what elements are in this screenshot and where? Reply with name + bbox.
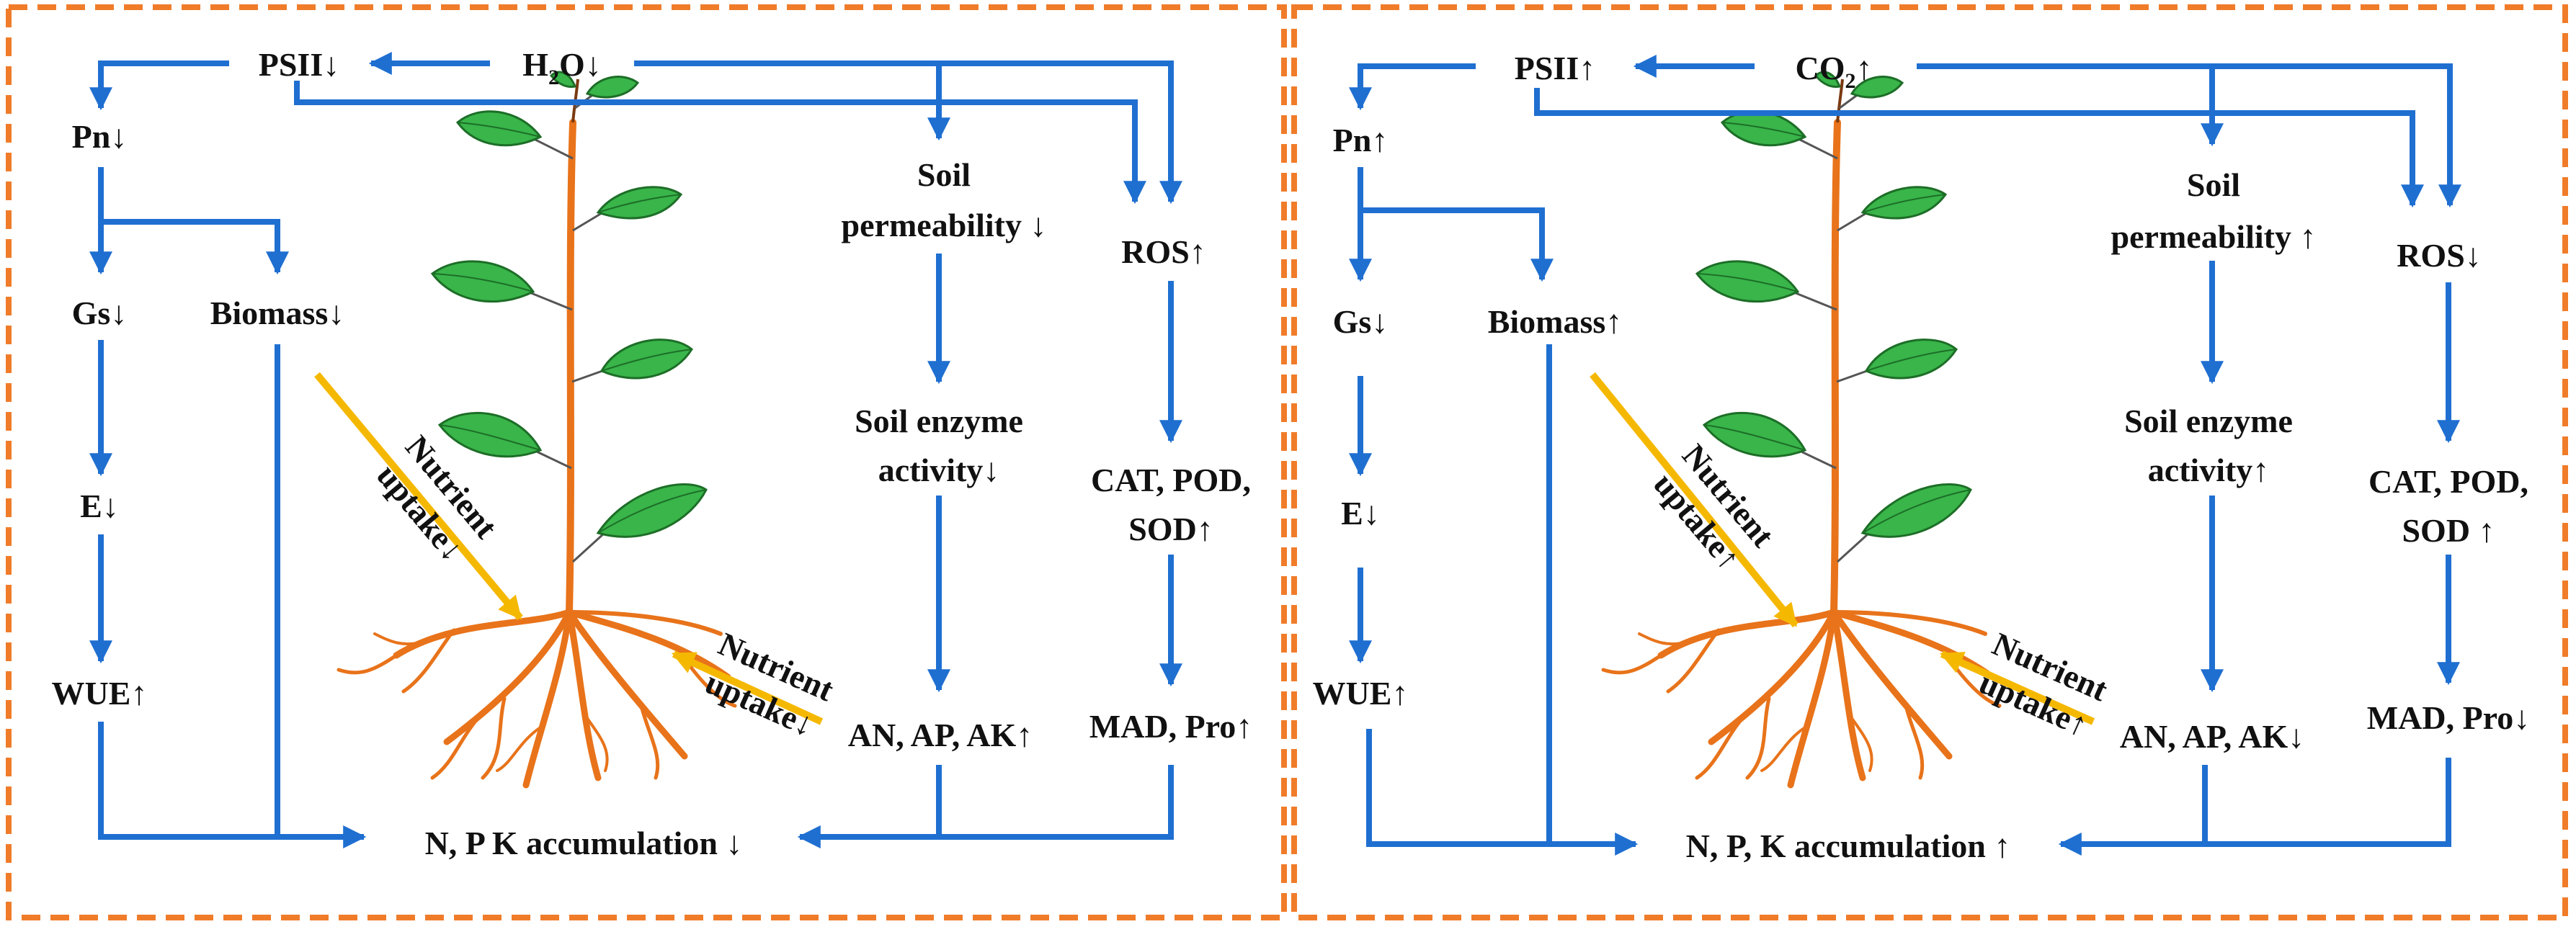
left-nutrient-uptake-2: Nutrient uptake↓ (700, 625, 840, 743)
right-soil-nutrients-label: AN, AP, AK↓ (2120, 718, 2304, 755)
left-soil-permeability-label-1: Soil (917, 156, 971, 193)
left-soil-enzyme-label-1: Soil enzyme (855, 403, 1023, 439)
right-nutrient-uptake-2: Nutrient uptake↑ (1974, 625, 2114, 743)
left-antioxidant-label-2: SOD↑ (1128, 511, 1213, 547)
right-driver-label: CO2↑ (1796, 50, 1873, 93)
right-psii-label: PSII↑ (1515, 50, 1595, 86)
right-biomass-label: Biomass↑ (1488, 303, 1623, 340)
right-pn-label: Pn↑ (1333, 122, 1389, 158)
left-soil-nutrients-label: AN, AP, AK↑ (848, 717, 1033, 753)
left-e-label: E↓ (80, 488, 119, 524)
right-mad-pro-label: MAD, Pro↓ (2367, 699, 2531, 736)
right-panel: PSII↑ CO2↑ Pn↑ Gs↓ Biomass↑ E↓ WUE↑ Soil… (1313, 50, 2531, 864)
right-panel-border (1291, 4, 2568, 920)
left-panel: PSII↓ H2O↓ Pn↓ Gs↓ Biomass↓ E↓ WUE↑ Soil… (52, 46, 1253, 861)
right-antioxidant-label-1: CAT, POD, (2368, 463, 2528, 500)
right-e-label: E↓ (1341, 495, 1380, 532)
right-soil-enzyme-label-1: Soil enzyme (2124, 403, 2293, 439)
right-soil-enzyme-label-2: activity↑ (2148, 452, 2270, 488)
right-wue-label: WUE↑ (1313, 675, 1409, 712)
right-soil-permeability-label-1: Soil (2187, 166, 2240, 203)
left-biomass-label: Biomass↓ (210, 295, 345, 331)
right-ros-label: ROS↓ (2397, 237, 2482, 274)
left-psii-label: PSII↓ (259, 46, 339, 83)
left-mad-pro-label: MAD, Pro↑ (1089, 708, 1253, 745)
left-gs-label: Gs↓ (72, 295, 128, 331)
left-panel-border (6, 4, 1287, 920)
right-soil-permeability-label-2: permeability ↑ (2111, 218, 2317, 255)
left-soil-enzyme-label-2: activity↓ (878, 452, 1000, 488)
left-accumulation-label: N, P K accumulation ↓ (425, 825, 743, 861)
right-accumulation-label: N, P, K accumulation ↑ (1686, 828, 2011, 864)
left-wue-label: WUE↑ (52, 675, 148, 712)
left-ros-label: ROS↑ (1121, 233, 1206, 270)
right-gs-label: Gs↓ (1333, 303, 1389, 340)
left-antioxidant-label-1: CAT, POD, (1091, 462, 1251, 498)
left-pn-label: Pn↓ (72, 118, 128, 155)
left-plant-illustration (339, 72, 735, 785)
left-driver-label: H2O↓ (522, 46, 602, 89)
right-antioxidant-label-2: SOD ↑ (2402, 512, 2495, 549)
right-plant-illustration (1603, 72, 2000, 785)
left-soil-permeability-label-2: permeability ↓ (842, 207, 1047, 243)
